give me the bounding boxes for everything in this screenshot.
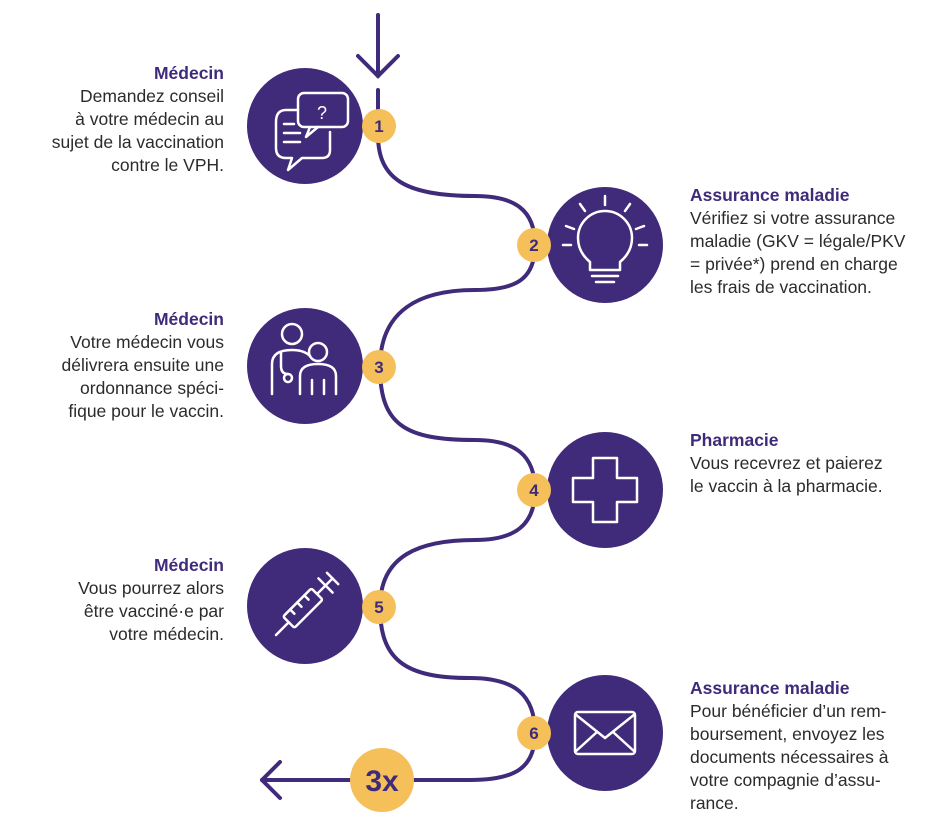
step-2-node xyxy=(547,187,663,303)
repeat-label: 3x xyxy=(365,765,399,798)
step-4-text: Pharmacie Vous recevrez et paierez le va… xyxy=(690,429,920,498)
repeat-badge: 3x xyxy=(350,748,414,812)
pharmacy-cross-icon xyxy=(571,456,639,524)
step-1-text: Médecin Demandez conseil à votre médecin… xyxy=(0,62,224,177)
step-5-badge: 5 xyxy=(362,590,396,624)
step-3-badge: 3 xyxy=(362,350,396,384)
step-6-node xyxy=(547,675,663,791)
step-4-badge: 4 xyxy=(517,473,551,507)
step-title: Assurance maladie xyxy=(690,185,850,205)
step-2-text: Assurance maladie Vérifiez si votre assu… xyxy=(690,184,920,299)
step-title: Assurance maladie xyxy=(690,678,850,698)
step-description: Votre médecin vous délivrera ensuite une… xyxy=(61,332,224,421)
step-description: Vous recevrez et paierez le vaccin à la … xyxy=(690,453,883,496)
process-path xyxy=(260,88,537,782)
step-title: Médecin xyxy=(153,555,224,575)
step-3-text: Médecin Votre médecin vous délivrera ens… xyxy=(0,308,224,423)
step-number: 2 xyxy=(529,236,538,255)
step-description: Demandez conseil à votre médecin au suje… xyxy=(51,86,224,175)
step-number: 3 xyxy=(374,358,383,377)
step-number: 6 xyxy=(529,724,538,743)
step-6-badge: 6 xyxy=(517,716,551,750)
step-6-text: Assurance maladie Pour bénéficier d’un r… xyxy=(690,677,920,815)
doctor-patient-icon xyxy=(270,322,338,396)
step-title: Médecin xyxy=(153,309,224,329)
step-number: 1 xyxy=(374,117,383,136)
step-5-node xyxy=(247,548,363,664)
step-1-badge: 1 xyxy=(362,109,396,143)
step-3-node xyxy=(247,308,363,424)
entry-arrow xyxy=(356,13,400,79)
step-title: Pharmacie xyxy=(690,430,779,450)
envelope-icon xyxy=(573,710,637,756)
step-5-text: Médecin Vous pourrez alors être vacciné·… xyxy=(0,554,224,646)
step-4-node xyxy=(547,432,663,548)
step-title: Médecin xyxy=(153,63,224,83)
chat-question-icon xyxy=(274,91,350,172)
step-number: 4 xyxy=(529,481,539,500)
lightbulb-icon xyxy=(561,194,649,284)
step-1-node: ? xyxy=(247,68,363,184)
syringe-icon xyxy=(274,571,340,637)
step-number: 5 xyxy=(374,598,383,617)
step-description: Vérifiez si votre assurance maladie (GKV… xyxy=(690,208,906,297)
step-description: Pour bénéficier d’un rem- boursement, en… xyxy=(690,701,889,813)
step-2-badge: 2 xyxy=(517,228,551,262)
step-description: Vous pourrez alors être vacciné·e par vo… xyxy=(78,578,224,644)
question-mark-glyph: ? xyxy=(317,103,327,123)
exit-arrowhead xyxy=(260,760,282,800)
